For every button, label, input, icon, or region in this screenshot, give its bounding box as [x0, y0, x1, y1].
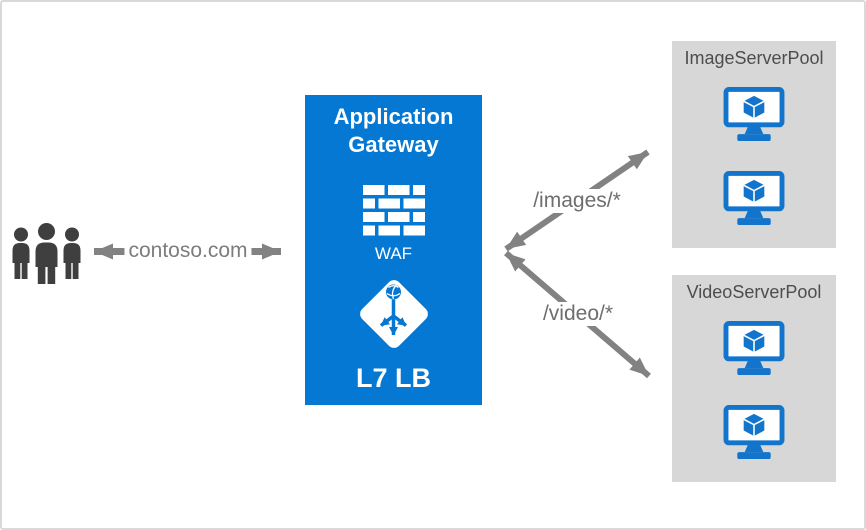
- video-server-pool: VideoServerPool: [672, 275, 836, 482]
- vm-icon: [723, 171, 785, 228]
- load-balancer-icon: [359, 280, 428, 348]
- application-gateway-box: Application Gateway WAF L7: [305, 95, 482, 405]
- vm-icon: [723, 405, 785, 462]
- image-server-pool: ImageServerPool: [672, 41, 836, 248]
- route-video-label: /video/*: [538, 302, 618, 326]
- waf-firewall-icon: [362, 185, 425, 236]
- route-images-label: /images/*: [529, 189, 625, 213]
- contoso-label: contoso.com: [124, 239, 252, 263]
- gateway-title: Application Gateway: [333, 104, 454, 157]
- vm-icon: [723, 321, 785, 378]
- waf-label: WAF: [374, 244, 413, 263]
- image-pool-title: ImageServerPool: [684, 48, 824, 68]
- users-icon: [11, 223, 83, 289]
- vm-icon: [723, 87, 785, 144]
- l7-lb-label: L7 LB: [355, 363, 431, 393]
- video-pool-title: VideoServerPool: [686, 282, 822, 302]
